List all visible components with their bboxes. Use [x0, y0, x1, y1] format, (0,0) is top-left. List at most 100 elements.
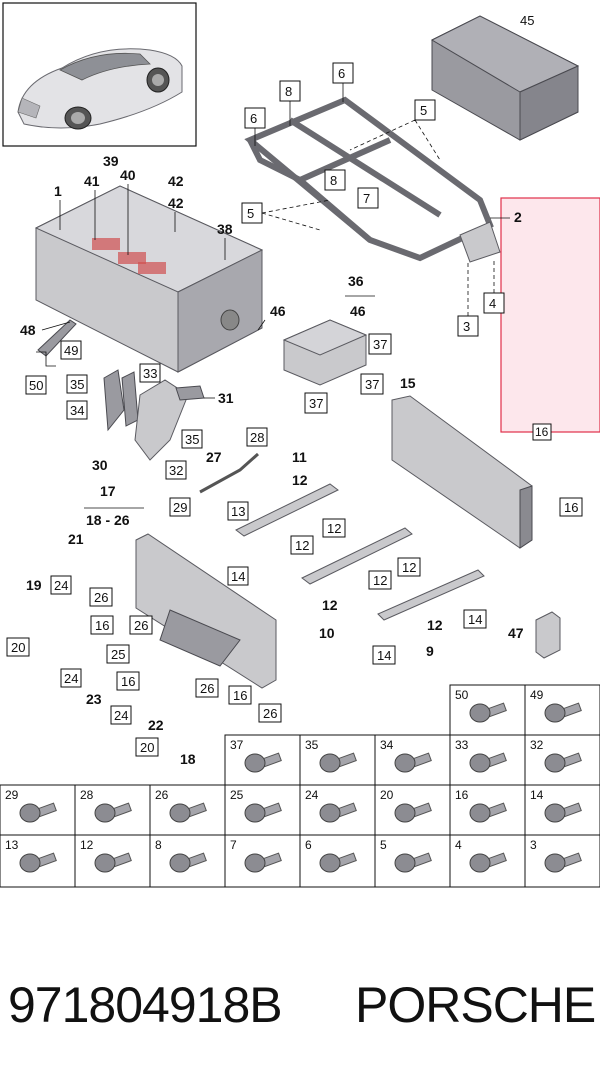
callout-12-d: 12 — [402, 560, 416, 575]
fastener-label-24: 24 — [305, 788, 319, 802]
callout-47: 47 — [508, 625, 524, 641]
callout-37-a: 37 — [373, 337, 387, 352]
callout-30: 30 — [92, 457, 108, 473]
callout-24-a: 24 — [54, 578, 68, 593]
fastener-icon-34 — [394, 752, 432, 773]
callout-12-e: 12 — [373, 573, 387, 588]
callout-22: 22 — [148, 717, 164, 733]
callout-14-c: 14 — [377, 648, 391, 663]
callout-45: 45 — [520, 13, 534, 28]
callout-5-top: 5 — [420, 103, 427, 118]
callout-12-b: 12 — [327, 521, 341, 536]
fastener-icon-12 — [94, 852, 132, 873]
callout-21: 21 — [68, 531, 84, 547]
callout-35-a: 35 — [70, 377, 84, 392]
part-15-plate — [391, 395, 533, 549]
fastener-icon-33 — [469, 752, 507, 773]
fastener-label-49: 49 — [530, 688, 544, 702]
part-27-cable — [199, 452, 259, 494]
fastener-label-4: 4 — [455, 838, 462, 852]
callout-26-b: 26 — [134, 618, 148, 633]
callout-29: 29 — [173, 500, 187, 515]
crossbars — [235, 483, 485, 621]
fastener-icon-37 — [244, 752, 282, 773]
fastener-label-5: 5 — [380, 838, 387, 852]
callout-18: 18 — [180, 751, 196, 767]
part-45-cover — [430, 15, 580, 141]
callout-12-a: 12 — [292, 472, 308, 488]
fastener-label-33: 33 — [455, 738, 469, 752]
callout-32: 32 — [169, 463, 183, 478]
callout-50: 50 — [29, 378, 43, 393]
fastener-icon-7 — [244, 852, 282, 873]
callout-24-b: 24 — [64, 671, 78, 686]
callout-26-a: 26 — [94, 590, 108, 605]
callout-37-b: 37 — [365, 377, 379, 392]
part-17-side-panel — [135, 533, 277, 689]
fastener-label-50: 50 — [455, 688, 469, 702]
callout-11: 11 — [292, 449, 307, 465]
callout-12-g: 12 — [427, 617, 443, 633]
callout-42-a: 42 — [168, 173, 184, 189]
callout-49: 49 — [64, 343, 78, 358]
callout-26-c: 26 — [200, 681, 214, 696]
part-1-battery-module — [34, 185, 264, 373]
callout-8-mid: 8 — [330, 173, 337, 188]
callout-16-d: 16 — [121, 674, 135, 689]
callout-8-top: 8 — [285, 84, 292, 99]
callout-36: 36 — [348, 273, 364, 289]
callout-31: 31 — [218, 390, 234, 406]
fastener-label-37: 37 — [230, 738, 244, 752]
callout-41: 41 — [84, 173, 100, 189]
fastener-label-8: 8 — [155, 838, 162, 852]
fastener-label-20: 20 — [380, 788, 394, 802]
fastener-icon-26 — [169, 802, 207, 823]
callout-38: 38 — [217, 221, 233, 237]
fastener-label-7: 7 — [230, 838, 237, 852]
callout-16-c: 16 — [95, 618, 109, 633]
fastener-label-3: 3 — [530, 838, 537, 852]
fastener-icon-3 — [544, 852, 582, 873]
callout-26-d: 26 — [263, 706, 277, 721]
fastener-icon-4 — [469, 852, 507, 873]
fastener-label-29: 29 — [5, 788, 19, 802]
callout-5-left: 5 — [247, 206, 254, 221]
callout-33: 33 — [143, 366, 157, 381]
callout-14-a: 14 — [231, 569, 245, 584]
fastener-label-26: 26 — [155, 788, 169, 802]
fastener-label-14: 14 — [530, 788, 544, 802]
callout-2: 2 — [514, 209, 522, 225]
callout-40: 40 — [120, 167, 136, 183]
callout-6-top: 6 — [338, 66, 345, 81]
callout-48: 48 — [20, 322, 36, 338]
callout-6-left: 6 — [250, 111, 257, 126]
callout-24-c: 24 — [114, 708, 128, 723]
callout-7: 7 — [363, 191, 370, 206]
fastener-label-25: 25 — [230, 788, 244, 802]
fastener-label-13: 13 — [5, 838, 19, 852]
callout-3: 3 — [463, 319, 470, 334]
callout-35-b: 35 — [185, 432, 199, 447]
callout-20-a: 20 — [11, 640, 25, 655]
callout-20-b: 20 — [140, 740, 154, 755]
callout-16-e: 16 — [233, 688, 247, 703]
callout-16-b: 16 — [564, 500, 578, 515]
callout-27: 27 — [206, 449, 222, 465]
fastener-icon-16 — [469, 802, 507, 823]
callout-37-c: 37 — [309, 396, 323, 411]
exploded-parts-diagram: 45 2 16 6 8 6 5 8 7 5 4 3 1 — [0, 2, 600, 888]
callout-12-f: 12 — [322, 597, 338, 613]
callout-25: 25 — [111, 647, 125, 662]
fastener-grid-icons — [19, 702, 582, 873]
fastener-icon-25 — [244, 802, 282, 823]
callout-15: 15 — [400, 375, 416, 391]
callout-14-b: 14 — [468, 612, 482, 627]
callout-16-highlight: 16 — [535, 425, 549, 439]
part-2-bracket — [459, 221, 501, 263]
callout-4: 4 — [489, 296, 496, 311]
callout-12-c: 12 — [295, 538, 309, 553]
highlight-area — [500, 197, 600, 433]
fastener-icon-35 — [319, 752, 357, 773]
callout-10: 10 — [319, 625, 335, 641]
